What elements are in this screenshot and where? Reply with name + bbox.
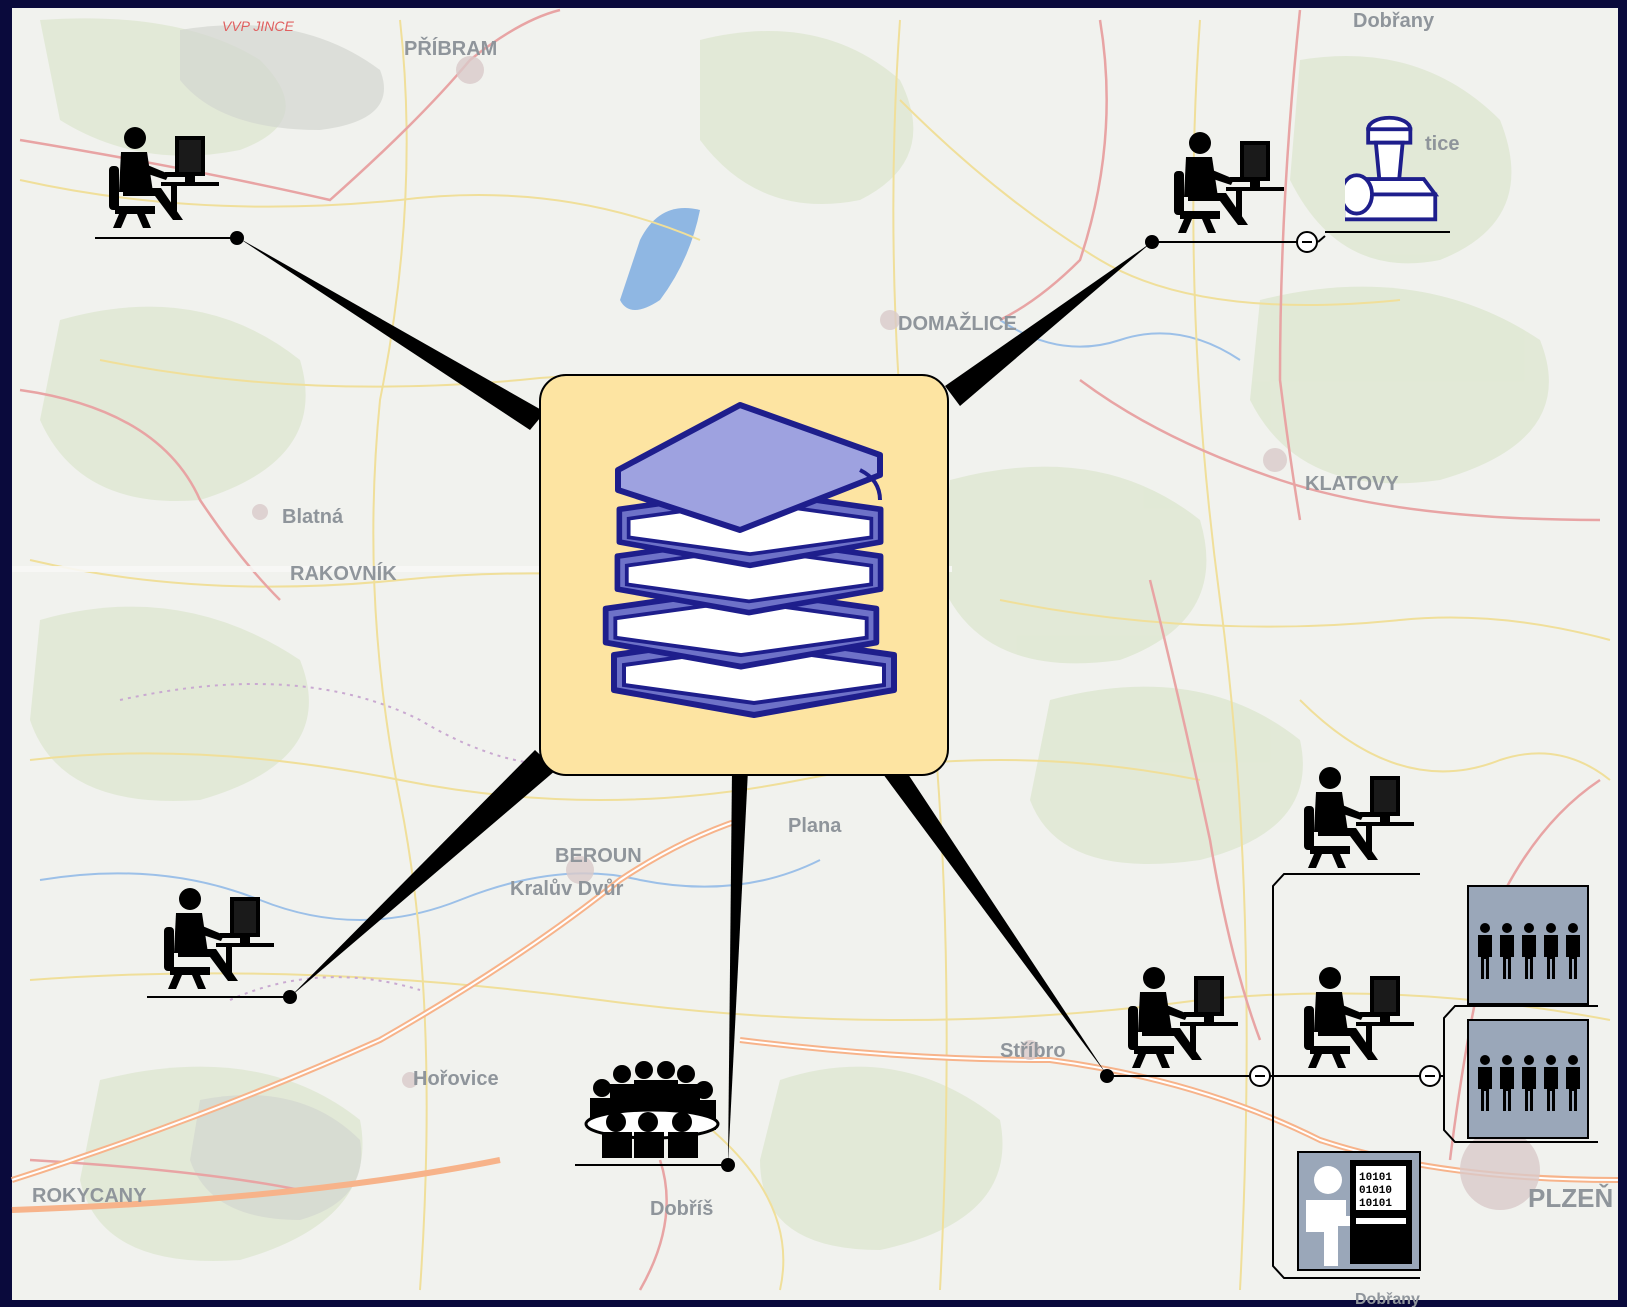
map-label-vvp-jince: VVP JINCE [222, 18, 294, 34]
people-group-box-upper[interactable] [1467, 885, 1589, 1005]
connector-bottom-left [290, 750, 556, 997]
map-label-dobris: Dobříš [650, 1198, 713, 1220]
collapse-minus-icon[interactable] [1419, 1065, 1441, 1087]
node-top-left[interactable] [95, 127, 237, 239]
connector-top-right [945, 242, 1152, 406]
connector-top-left [237, 237, 545, 430]
binary-line-1: 10101 [1359, 1172, 1392, 1184]
node-bottom-center[interactable] [575, 1060, 728, 1166]
collapse-minus-icon[interactable] [1296, 231, 1318, 253]
binary-line-2: 01010 [1359, 1185, 1392, 1197]
people-group-box-lower[interactable] [1467, 1019, 1589, 1139]
node-bottom-left[interactable] [147, 888, 290, 998]
map-label-blatna: Blatná [282, 506, 344, 528]
map-label-dobrany: Dobřany [1353, 10, 1435, 32]
map-label-plzen: PLZEŇ [1528, 1183, 1613, 1213]
map-label-dobrany-bottom: Dobřany [1355, 1291, 1420, 1307]
map-label-domazlice: DOMAŽLICE [898, 311, 1017, 335]
map-labels: VVP JINCE PŘÍBRAM Dobřany DOMAŽLICE KLAT… [32, 10, 1613, 1307]
binary-line-3: 10101 [1359, 1198, 1392, 1210]
center-node[interactable] [539, 374, 949, 776]
connectors [237, 237, 1152, 1165]
map-label-tice: tice [1425, 133, 1459, 155]
map-label-rakovnik: RAKOVNÍK [290, 562, 397, 585]
child-workstation-middle[interactable] [1273, 967, 1598, 1143]
map-label-pribram: PŘÍBRAM [404, 36, 497, 60]
collapse-minus-icon[interactable] [1249, 1065, 1271, 1087]
book-stack-icon [606, 402, 894, 715]
map-label-rokycany: ROKYCANY [32, 1185, 147, 1207]
map-background [11, 8, 1619, 1300]
map-label-kraluv-dvur: Kralův Dvůr [510, 878, 624, 900]
binary-terminal-operator-icon: 10101 01010 10101 [1306, 1160, 1412, 1266]
map-label-klatovy: KLATOVY [1305, 473, 1399, 495]
node-top-right[interactable] [1152, 115, 1450, 253]
map-label-stribro: Stříbro [1000, 1040, 1066, 1062]
connector-bottom-center [728, 770, 748, 1165]
map-label-plana: Plana [788, 815, 842, 837]
map-label-beroun: BEROUN [555, 845, 642, 867]
operator-terminal-box[interactable]: 10101 01010 10101 [1297, 1151, 1421, 1271]
map-label-horovice: Hořovice [413, 1068, 499, 1090]
connector-bottom-right [880, 762, 1107, 1075]
